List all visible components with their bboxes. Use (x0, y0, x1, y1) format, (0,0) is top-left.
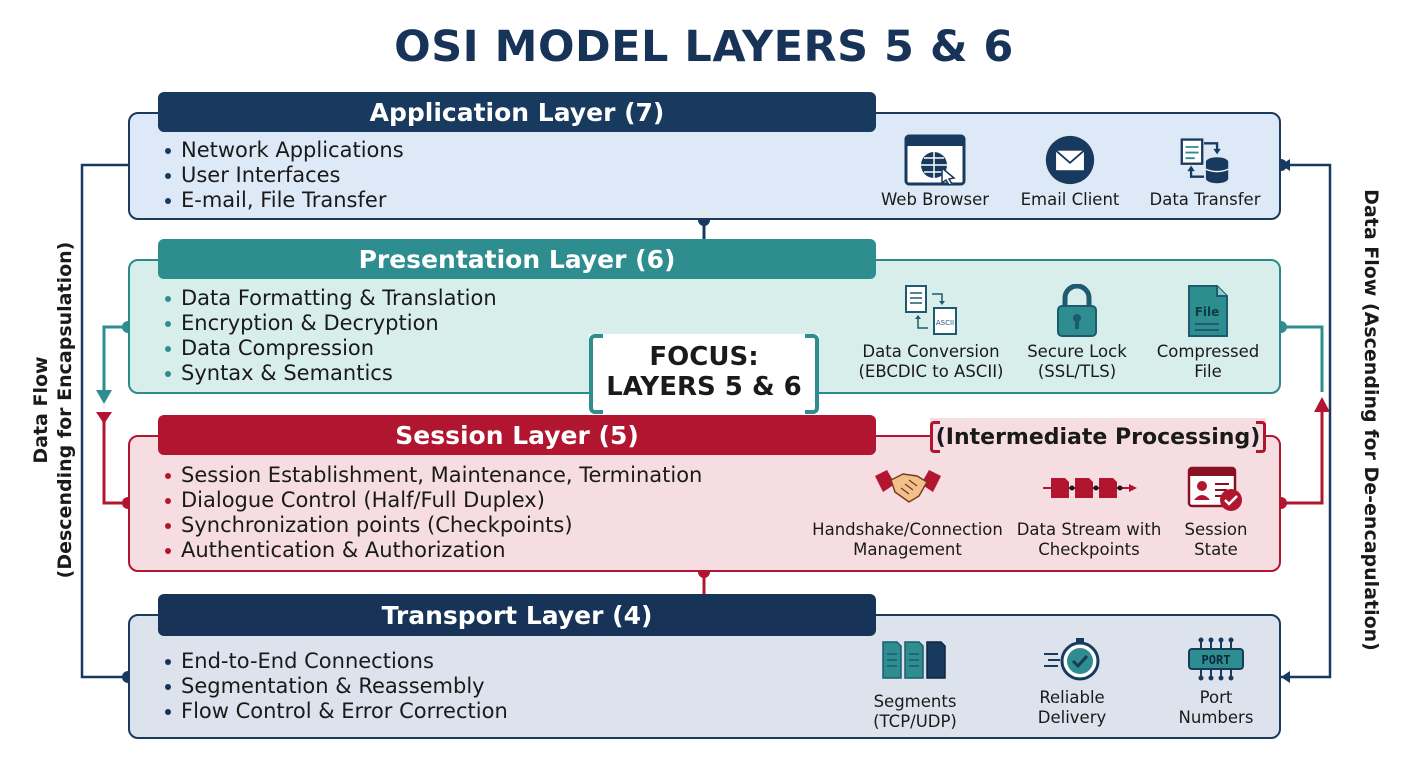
reliable-delivery-item: Reliable Delivery (1012, 636, 1132, 728)
bullet-item: E-mail, File Transfer (165, 188, 404, 213)
icon-label: Compressed File (1156, 342, 1260, 381)
application-layer-header: Application Layer (7) (158, 92, 876, 132)
intermediate-processing-label: (Intermediate Processing) (930, 418, 1266, 456)
presentation-bullets: Data Formatting & Translation Encryption… (165, 286, 497, 386)
bullet-item: Session Establishment, Maintenance, Term… (165, 463, 702, 488)
reliable-delivery-icon (1044, 638, 1100, 681)
segments-item: Segments (TCP/UDP) (850, 640, 980, 732)
data-flow-descending-label: Data Flow (Descending for Encapsulation) (30, 241, 76, 579)
ascii-glyph: ASCII (936, 319, 954, 327)
data-transfer-icon (1180, 138, 1229, 184)
icon-label: Email Client (1020, 190, 1120, 209)
icon-label: Secure Lock (SSL/TLS) (1027, 342, 1127, 381)
session-state-item: Session State (1168, 466, 1264, 560)
icon-label: Handshake/Connection Management (812, 520, 1003, 559)
secure-lock-item: Secure Lock (SSL/TLS) (1017, 284, 1137, 382)
icon-label: Reliable Delivery (1037, 688, 1107, 727)
presentation-layer-header: Presentation Layer (6) (158, 239, 876, 279)
handshake-item: Handshake/Connection Management (805, 466, 1010, 560)
handshake-icon (874, 470, 941, 503)
email-client-icon (1045, 135, 1095, 185)
web-browser-icon (904, 134, 966, 186)
transport-layer-header: Transport Layer (4) (158, 594, 876, 636)
compressed-file-icon: File (1188, 285, 1228, 337)
focus-line-1: FOCUS: (649, 342, 759, 372)
icon-label: Port Numbers (1178, 688, 1254, 727)
bracket-left (930, 421, 940, 453)
data-conversion-item: ASCII Data Conversion (EBCDIC to ASCII) (846, 284, 1016, 382)
focus-line-2: LAYERS 5 & 6 (606, 372, 802, 402)
bullet-item: User Interfaces (165, 163, 404, 188)
session-state-icon (1187, 466, 1242, 511)
bullet-item: Syntax & Semantics (165, 361, 497, 386)
diagram-title: OSI MODEL LAYERS 5 & 6 (394, 22, 1014, 72)
bullet-item: Segmentation & Reassembly (165, 674, 508, 699)
port-glyph: PORT (1202, 653, 1231, 667)
session-bullets: Session Establishment, Maintenance, Term… (165, 463, 702, 563)
session-layer-header: Session Layer (5) (158, 415, 876, 455)
icon-label: Data Conversion (EBCDIC to ASCII) (858, 342, 1004, 381)
icon-label: Segments (TCP/UDP) (873, 692, 957, 731)
segments-icon (882, 641, 946, 679)
bracket-right (1256, 421, 1266, 453)
email-client-item: Email Client (1010, 134, 1130, 210)
bullet-item: Data Formatting & Translation (165, 286, 497, 311)
focus-callout: FOCUS: LAYERS 5 & 6 (589, 334, 819, 414)
icon-label: Web Browser (880, 190, 990, 209)
bullet-item: Encryption & Decryption (165, 311, 497, 336)
data-stream-item: Data Stream with Checkpoints (1012, 466, 1166, 560)
icon-label: Data Stream with Checkpoints (1016, 520, 1162, 559)
transport-bullets: End-to-End Connections Segmentation & Re… (165, 649, 508, 724)
icon-label: Session State (1184, 520, 1248, 559)
data-conversion-icon: ASCII (905, 285, 957, 335)
bullet-item: End-to-End Connections (165, 649, 508, 674)
compressed-file-item: File Compressed File (1143, 284, 1273, 382)
secure-lock-icon (1057, 284, 1097, 337)
intermediate-processing-text: (Intermediate Processing) (935, 424, 1261, 450)
icon-label: Data Transfer (1149, 190, 1261, 209)
bullet-item: Network Applications (165, 138, 404, 163)
port-numbers-item: PORT Port Numbers (1164, 636, 1268, 728)
bullet-item: Data Compression (165, 336, 497, 361)
port-numbers-icon: PORT (1188, 637, 1244, 681)
focus-bracket-left (589, 334, 603, 414)
focus-bracket-right (805, 334, 819, 414)
application-bullets: Network Applications User Interfaces E-m… (165, 138, 404, 213)
data-transfer-item: Data Transfer (1140, 134, 1270, 210)
bullet-item: Flow Control & Error Correction (165, 699, 508, 724)
bullet-item: Authentication & Authorization (165, 538, 702, 563)
bullet-item: Synchronization points (Checkpoints) (165, 513, 702, 538)
bullet-item: Dialogue Control (Half/Full Duplex) (165, 488, 702, 513)
data-stream-icon (1043, 478, 1137, 498)
file-glyph: File (1195, 305, 1220, 319)
web-browser-item: Web Browser (870, 134, 1000, 210)
data-flow-ascending-label: Data Flow (Ascending for De-encapulation… (1360, 189, 1382, 651)
